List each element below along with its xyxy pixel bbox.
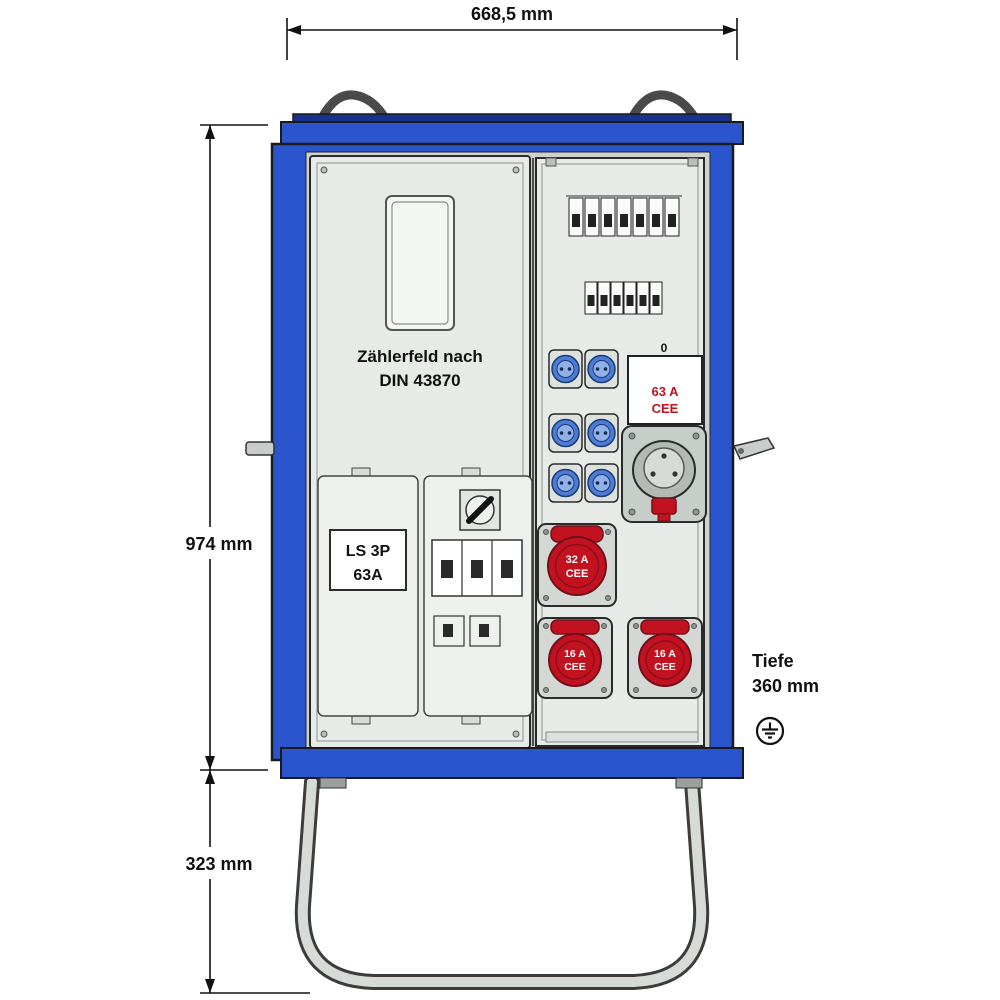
- schuko-socket: [548, 413, 583, 453]
- height-dimension-label: 974 mm: [185, 534, 252, 554]
- side-handle-left: [245, 441, 275, 456]
- depth-label-line2: 360 mm: [752, 676, 819, 696]
- main-switch-panel: LS 3P 63A: [317, 467, 419, 725]
- schuko-socket: [548, 463, 583, 503]
- right-panel: 0 63 A CEE: [535, 157, 707, 747]
- meter-field-label-line1: Zählerfeld nach: [357, 347, 483, 366]
- meter-field-label: Zählerfeld nach DIN 43870: [357, 347, 483, 390]
- schuko-socket: [584, 349, 619, 389]
- width-dimension-label: 668,5 mm: [471, 4, 553, 24]
- lifting-hook-right-icon: [627, 90, 701, 125]
- cee63-label-box: 63 A CEE: [627, 355, 703, 425]
- stand-height-dimension: 323 mm: [176, 770, 310, 994]
- breaker-row-mid: [584, 281, 663, 315]
- cee32-label-line2: CEE: [566, 568, 589, 580]
- aux-modules: [433, 615, 501, 647]
- left-door: Zählerfeld nach DIN 43870 LS 3P 63A: [309, 155, 534, 749]
- breaker-block: [431, 539, 523, 597]
- cee32-label-line1: 32 A: [566, 554, 589, 566]
- lifting-hook-left-icon: [317, 90, 391, 125]
- cee16-left-label-line2: CEE: [564, 661, 586, 673]
- side-handle-right: [732, 437, 776, 460]
- height-dimension: 974 mm: [176, 124, 268, 771]
- cee16-left-label-line1: 16 A: [564, 648, 586, 660]
- cee32-socket: 32 A CEE: [537, 523, 617, 607]
- width-dimension: 668,5 mm: [286, 4, 738, 60]
- cabinet-bottom-rail: [280, 747, 744, 789]
- rotary-switch: [459, 489, 501, 531]
- cee16-right-label-line2: CEE: [654, 661, 676, 673]
- switch-panel: [423, 467, 533, 725]
- earth-symbol-icon: [755, 716, 785, 746]
- cee63-socket: [621, 425, 707, 523]
- breaker-row-top: [566, 195, 682, 237]
- interlock-marker: 0: [661, 341, 668, 355]
- cabinet-roof: [280, 113, 744, 145]
- ls-label-line1: LS 3P: [346, 543, 391, 560]
- schuko-sockets: [548, 349, 619, 503]
- cee63-label-line2: CEE: [652, 401, 679, 416]
- ls-label-line2: 63A: [353, 567, 383, 584]
- stand-frame: [294, 774, 710, 990]
- schuko-socket: [548, 349, 583, 389]
- schuko-socket: [584, 413, 619, 453]
- depth-label: Tiefe 360 mm: [752, 651, 819, 696]
- schuko-socket: [584, 463, 619, 503]
- depth-label-line1: Tiefe: [752, 651, 794, 671]
- stand-height-dimension-label: 323 mm: [185, 854, 252, 874]
- meter-window: [385, 195, 455, 331]
- cee16-right-label-line1: 16 A: [654, 648, 676, 660]
- cee16-socket-right: 16 A CEE: [627, 617, 703, 699]
- ls-label-box: LS 3P 63A: [329, 529, 407, 591]
- cee16-socket-left: 16 A CEE: [537, 617, 613, 699]
- meter-field-label-line2: DIN 43870: [379, 371, 460, 390]
- cee63-label-line1: 63 A: [652, 384, 680, 399]
